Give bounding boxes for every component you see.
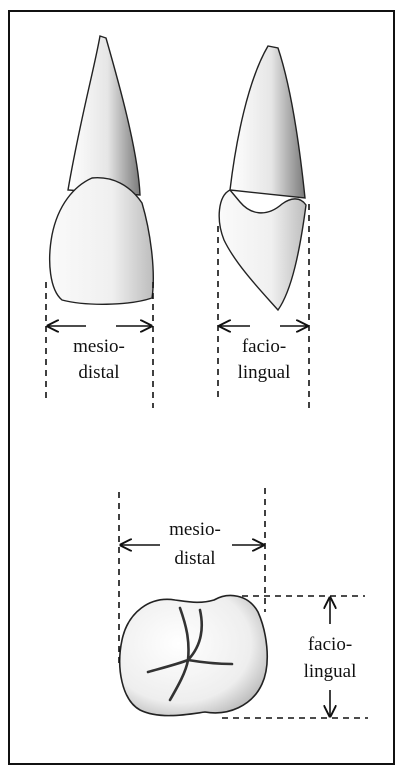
molar-mesiodistal-label-2: distal (174, 548, 215, 569)
molar-occlusal-view (120, 596, 267, 716)
incisor-crown (50, 178, 154, 305)
incisor-facial-view (50, 36, 154, 304)
incisor-faciolingual-label-1: facio- (242, 336, 286, 357)
molar-mesiodistal-label-1: mesio- (169, 519, 221, 540)
incisor-proximal-crown (219, 190, 306, 310)
incisor-faciolingual-label-2: lingual (238, 362, 291, 383)
molar-faciolingual-label-1: facio- (308, 634, 352, 655)
incisor-root (68, 36, 140, 195)
molar-faciolingual-label-2: lingual (304, 661, 357, 682)
incisor-mesiodistal-label-2: distal (78, 362, 119, 383)
molar-outline (120, 596, 267, 716)
incisor-proximal-root (230, 46, 305, 198)
incisor-proximal-view (219, 46, 306, 310)
incisor-mesiodistal-label-1: mesio- (73, 336, 125, 357)
